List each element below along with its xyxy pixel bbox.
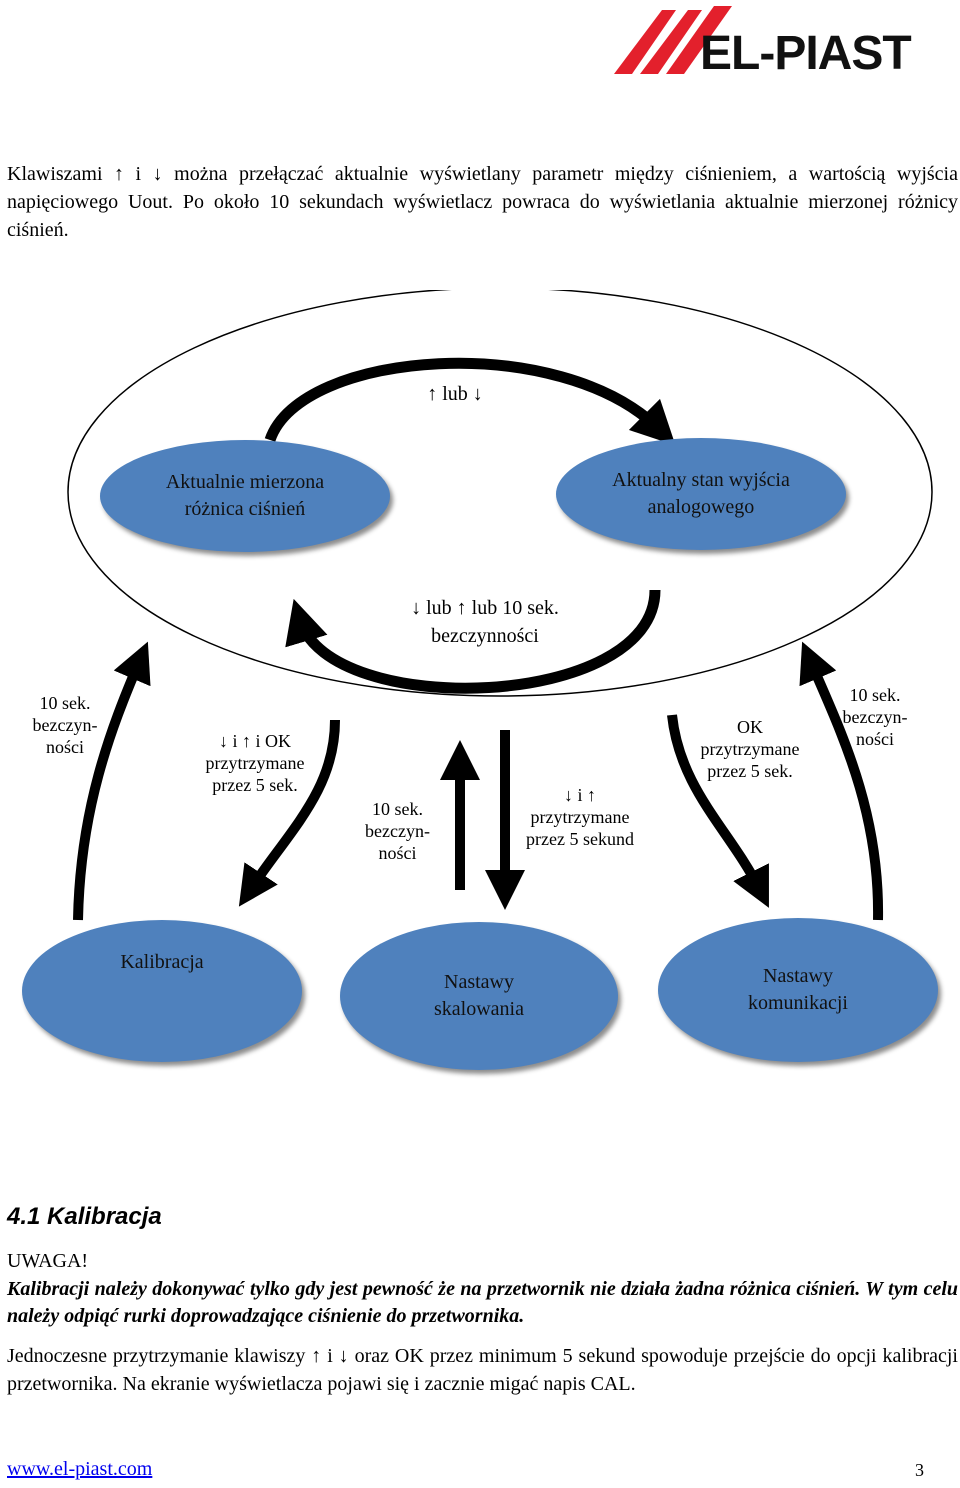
main-ellipse <box>67 290 933 697</box>
instruction-paragraph: Jednoczesne przytrzymanie klawiszy ↑ i ↓… <box>7 1345 958 1395</box>
scale-hold-label: ↓ i ↑ przytrzymane przez 5 sekund <box>526 785 634 849</box>
el-piast-logo <box>614 6 732 74</box>
node-scaling: Nastawy skalowania <box>340 922 618 1070</box>
node-pressure-label: Aktualnie mierzona różnica ciśnień <box>165 471 325 520</box>
intro-paragraph: Klawiszami ↑ i ↓ można przełączać aktual… <box>7 163 958 241</box>
node-pressure: Aktualnie mierzona różnica ciśnień <box>100 440 390 552</box>
top-arrow-label: ↑ lub ↓ <box>427 383 483 405</box>
page-number: 3 <box>915 1460 924 1480</box>
center-idle-label: 10 sek. bezczyn- ności <box>365 799 430 863</box>
top-arc-arrow <box>264 357 676 446</box>
left-up-arrow <box>73 641 151 921</box>
node-calibration-label: Kalibracja <box>120 950 204 973</box>
ok-hold-label: OK przytrzymane przez 5 sek. <box>700 717 800 781</box>
node-comm: Nastawy komunikacji <box>658 918 938 1062</box>
ok-down-arrow <box>667 714 769 908</box>
left-idle-label: 10 sek. bezczyn- ności <box>32 693 98 757</box>
mid-arrow-label: ↓ lub ↑ lub 10 sek. bezczynności <box>411 597 559 647</box>
website-link[interactable]: www.el-piast.com <box>7 1458 153 1480</box>
section-heading: 4.1 Kalibracja <box>7 1203 162 1230</box>
node-comm-label: Nastawy komunikacji <box>748 965 848 1014</box>
warning-text: Kalibracji należy dokonywać tylko gdy je… <box>7 1278 958 1327</box>
diagram-arrows <box>67 290 933 921</box>
brand-name: EL-PIAST <box>700 27 912 80</box>
node-calibration: Kalibracja <box>22 920 302 1062</box>
node-output: Aktualny stan wyjścia analogowego <box>556 438 846 550</box>
calib-down-arrow <box>238 719 340 907</box>
warning-title: UWAGA! <box>7 1250 89 1272</box>
right-idle-label: 10 sek. bezczyn- ności <box>842 685 908 749</box>
right-up-arrow <box>799 641 884 921</box>
node-output-label: Aktualny stan wyjścia analogowego <box>612 469 790 518</box>
mode-diagram: ↑ lub ↓ Aktualnie mierzona różnica ciśni… <box>0 290 960 1090</box>
node-scaling-label: Nastawy skalowania <box>434 971 524 1020</box>
calib-hold-label: ↓ i ↑ i OK przytrzymane przez 5 sek. <box>205 731 305 795</box>
bottom-arc-arrow <box>285 589 661 694</box>
